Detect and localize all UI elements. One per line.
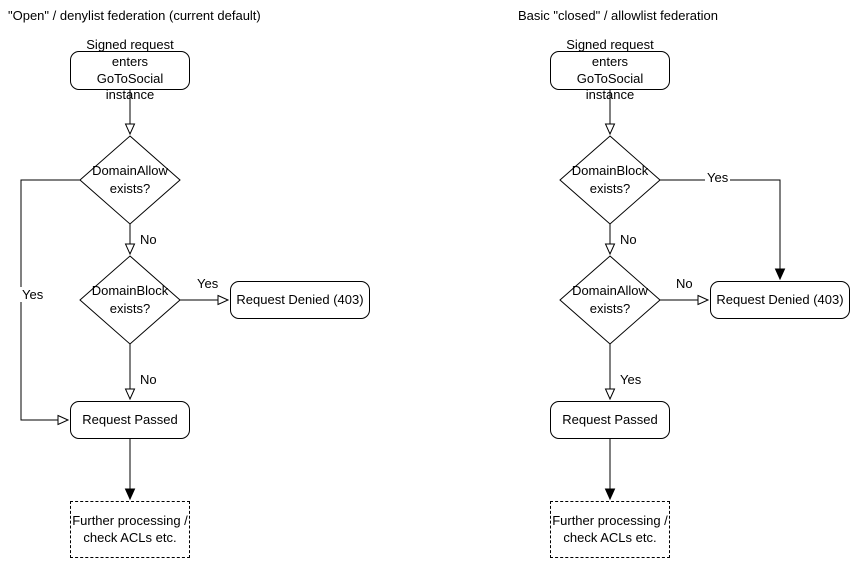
node-signed-request-right: Signed request enters GoToSocial instanc…	[550, 37, 670, 102]
decision-diamond-domain-block-left	[79, 255, 181, 345]
decision-diamond-domain-allow-right	[559, 255, 661, 345]
node-request-denied-right: Request Denied (403)	[710, 281, 850, 319]
edge-label-no: No	[618, 232, 639, 247]
edge-decision1-yes-right	[660, 179, 786, 281]
edge-label-no: No	[674, 276, 695, 291]
edge-label-no: No	[138, 372, 159, 387]
edge-label-yes: Yes	[20, 287, 46, 302]
edge-label-yes: Yes	[705, 170, 731, 185]
node-further-processing-right: Further processing / check ACLs etc.	[550, 501, 670, 558]
node-request-denied-left: Request Denied (403)	[230, 281, 370, 319]
edge-label-no: No	[138, 232, 159, 247]
node-further-processing-left: Further processing / check ACLs etc.	[70, 501, 190, 558]
node-request-passed-left: Request Passed	[70, 401, 190, 439]
left-chart-title: "Open" / denylist federation (current de…	[8, 8, 261, 23]
edge-label-yes: Yes	[195, 276, 221, 291]
edge-label-yes: Yes	[618, 372, 644, 387]
right-chart-title: Basic "closed" / allowlist federation	[518, 8, 718, 23]
decision-diamond-domain-block-right	[559, 135, 661, 225]
node-request-passed-right: Request Passed	[550, 401, 670, 439]
node-signed-request-left: Signed request enters GoToSocial instanc…	[70, 37, 190, 102]
decision-diamond-domain-allow-left	[79, 135, 181, 225]
